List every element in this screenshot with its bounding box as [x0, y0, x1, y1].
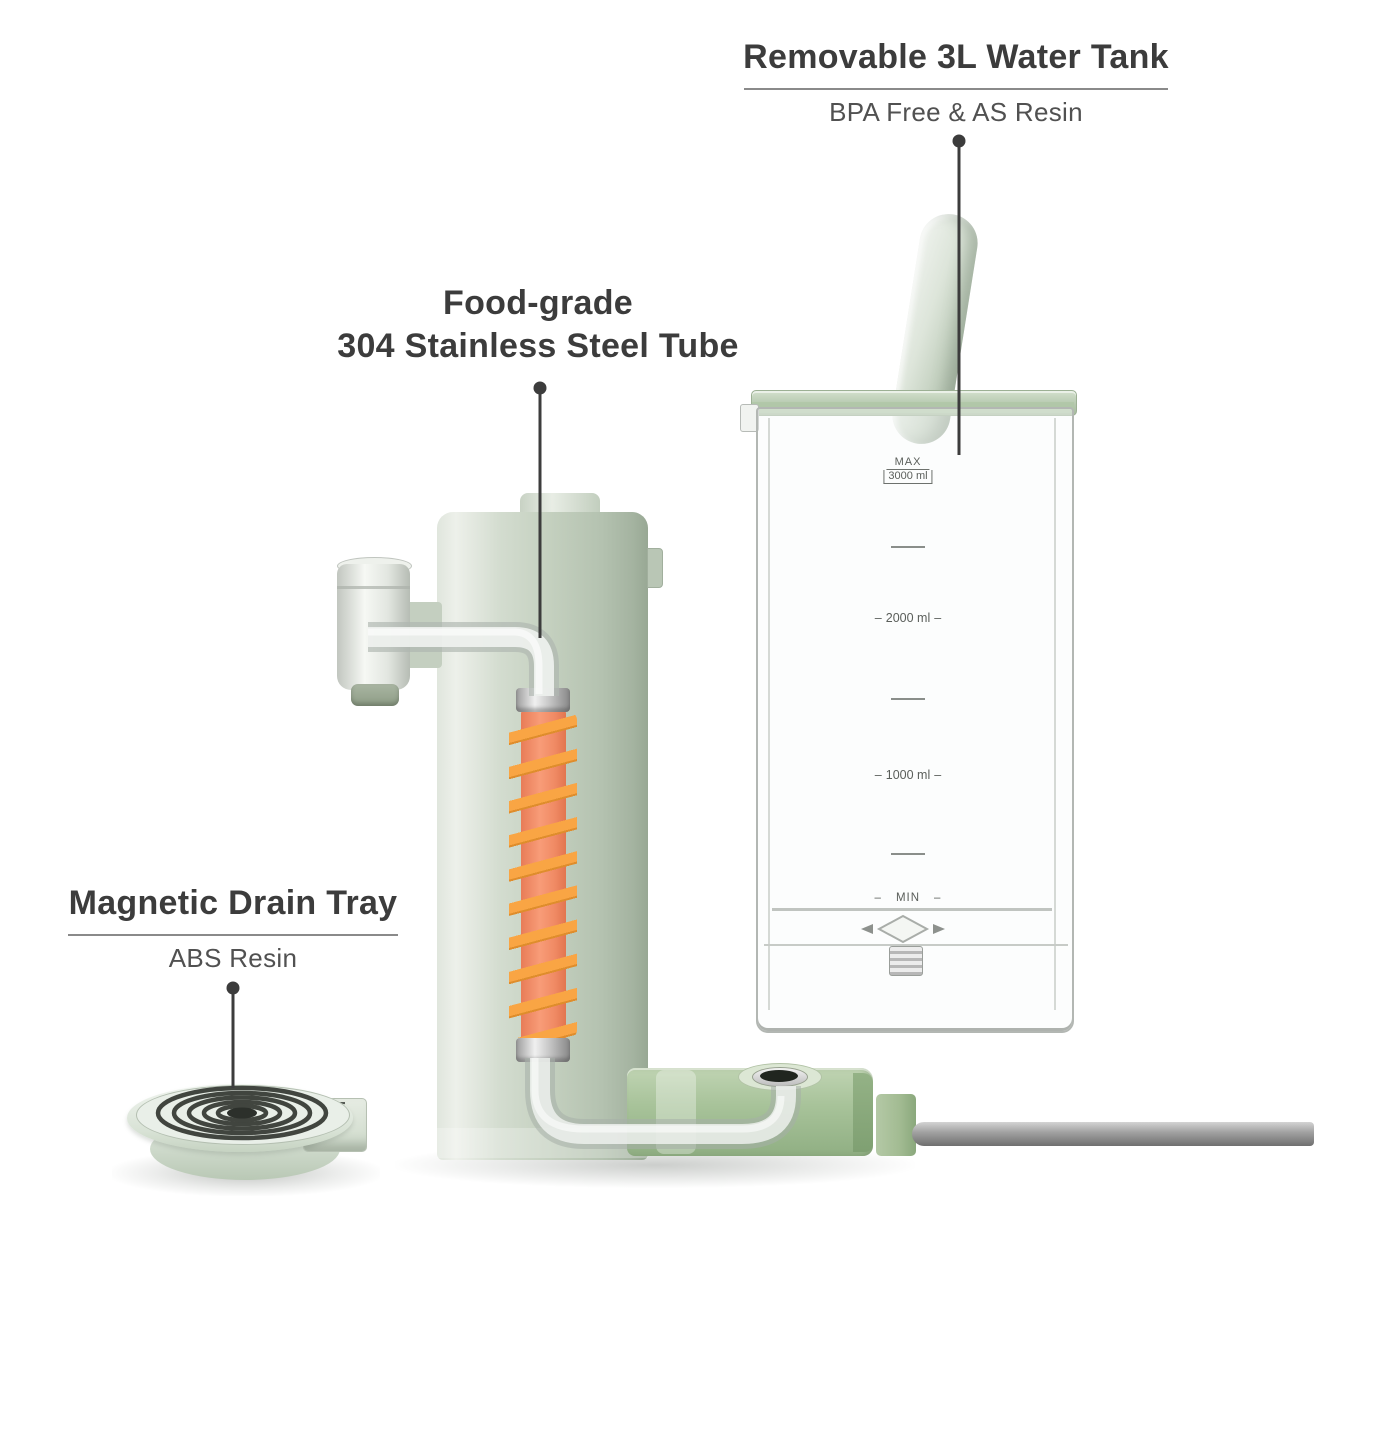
leader-dot-water-tank [952, 134, 966, 148]
scale-dash: – [874, 768, 882, 782]
annotation-water-tank-title: Removable 3L Water Tank [743, 38, 1169, 76]
scale-dash: – [934, 892, 942, 904]
cord-strain-relief [876, 1094, 916, 1156]
annotation-drain-tray-title: Magnetic Drain Tray [68, 884, 398, 922]
leader-dot-drain-tray [226, 981, 240, 995]
annotation-water-tank-subtitle: BPA Free & AS Resin [829, 96, 1083, 127]
tank-shell [756, 407, 1074, 1033]
scale-dash: – [934, 611, 942, 625]
scale-dash: – [934, 768, 942, 782]
scale-min-marking: – MIN – [875, 892, 942, 904]
scale-max-label: MAX [886, 456, 930, 470]
water-inlet-hole [760, 1070, 798, 1082]
tank-wall-right [1054, 418, 1056, 1010]
annotation-water-tank: Removable 3L Water Tank BPA Free & AS Re… [730, 36, 1182, 128]
scale-max-marking: MAX 3000 ml [883, 456, 933, 484]
tank-outlet-nozzle [889, 946, 923, 976]
base-inner-column [656, 1070, 696, 1154]
base-right-face [853, 1073, 873, 1152]
annotation-steel-tube: Food-grade 304 Stainless Steel Tube [320, 282, 756, 367]
tower-side-tab [647, 548, 663, 588]
scale-tick [891, 546, 925, 548]
scale-max-value: 3000 ml [883, 470, 933, 484]
tank-wall-left [768, 418, 770, 1010]
scale-1000ml-marking: – 1000 ml – [875, 768, 941, 782]
scale-dash: – [874, 892, 882, 904]
scale-tick [891, 698, 925, 700]
annotation-underline [744, 87, 1168, 90]
annotation-drain-tray-subtitle: ABS Resin [168, 942, 298, 973]
spout-nozzle-tip [351, 684, 399, 706]
annotation-underline [68, 933, 398, 936]
tube-collar-top [516, 688, 570, 712]
annotation-steel-tube-line2: 304 Stainless Steel Tube [337, 326, 739, 365]
scale-tick [891, 853, 925, 855]
spout-cylinder [337, 564, 410, 690]
tower-foot-highlight [437, 1128, 648, 1158]
scale-2000ml-marking: – 2000 ml – [875, 611, 941, 625]
scale-2000ml-label: 2000 ml [885, 611, 931, 625]
power-cord [912, 1122, 1314, 1146]
annotation-steel-tube-line1: Food-grade [443, 284, 633, 322]
tray-top-surface [136, 1085, 350, 1145]
tank-base-seam-line [764, 944, 1068, 946]
tube-collar-bottom [516, 1038, 570, 1062]
scale-min-label: MIN [895, 892, 921, 904]
spout-seam [337, 586, 410, 589]
heating-coil [509, 712, 577, 1038]
leader-dot-steel-tube [533, 381, 547, 395]
tank-inner-bottom-line [772, 908, 1052, 911]
scale-1000ml-label: 1000 ml [885, 768, 931, 782]
annotation-drain-tray: Magnetic Drain Tray ABS Resin [52, 882, 414, 974]
scale-dash: – [874, 611, 882, 625]
